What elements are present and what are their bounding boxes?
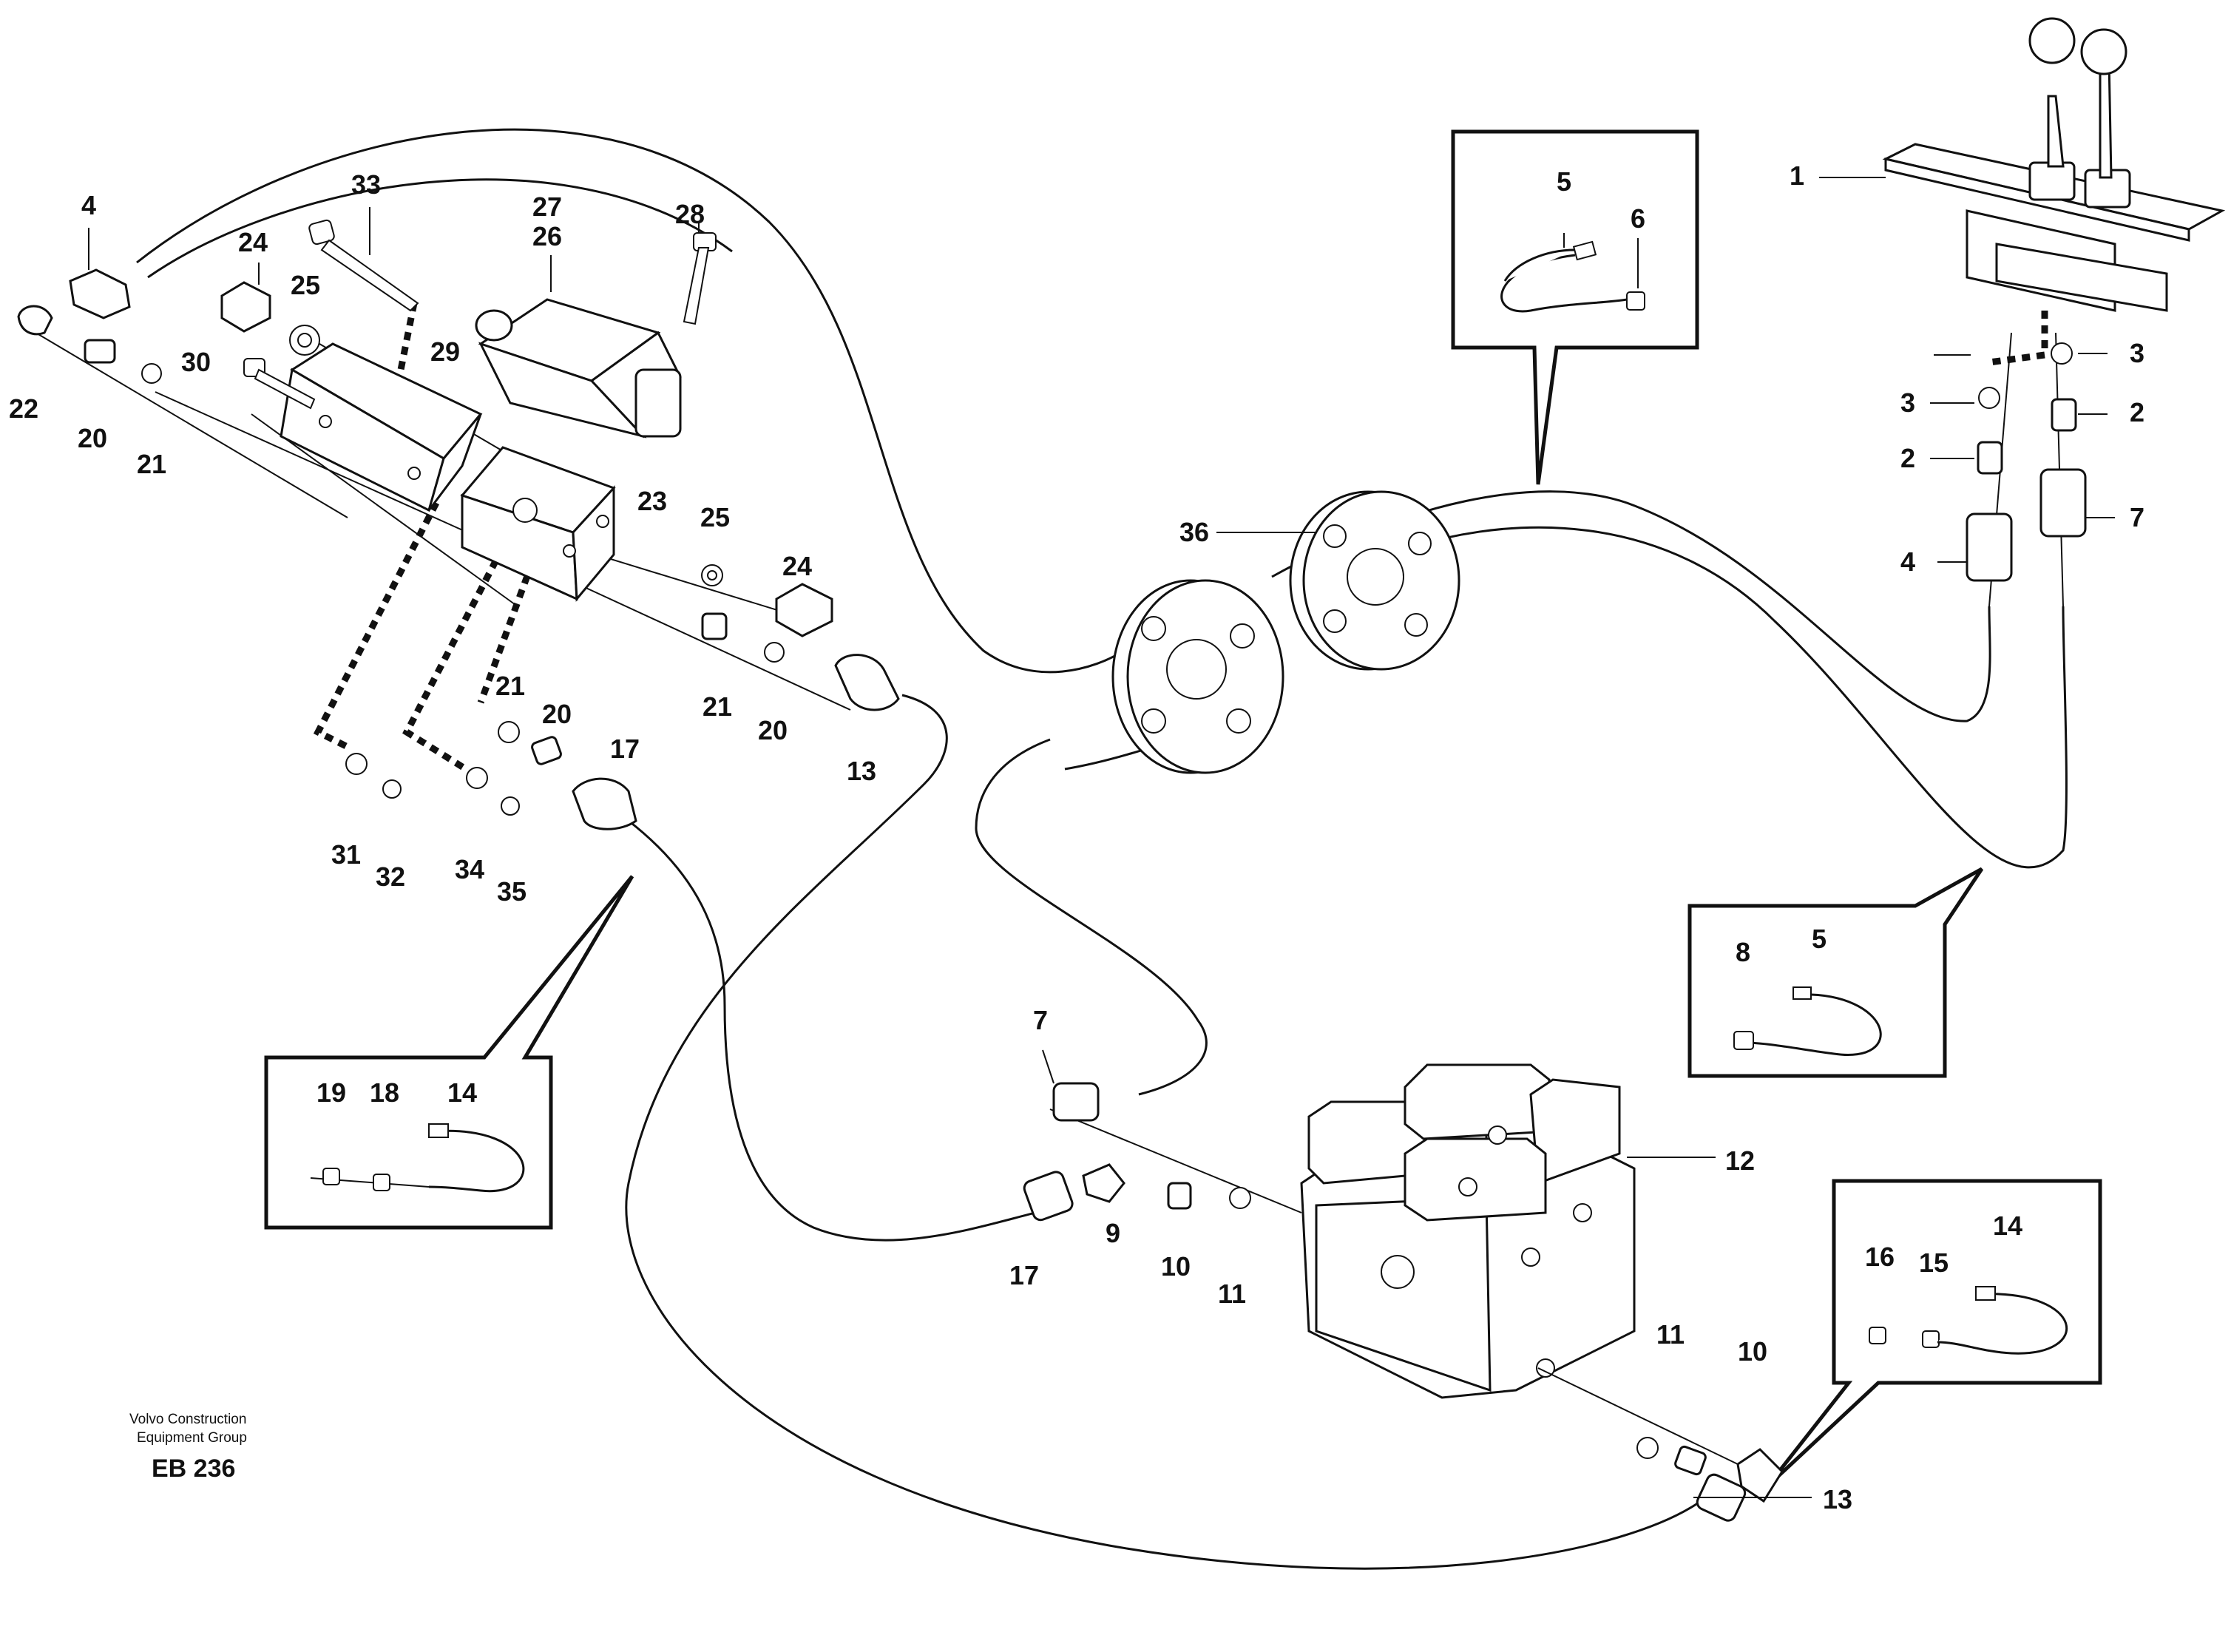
label-3: 3 <box>1900 387 1915 418</box>
damper-pair <box>1111 490 1460 774</box>
credit-line-2: Equipment Group <box>137 1430 247 1446</box>
label-20: 20 <box>542 699 572 729</box>
label-26: 26 <box>532 221 562 251</box>
label-24: 24 <box>238 227 268 257</box>
label-17: 17 <box>610 734 640 764</box>
label-14: 14 <box>1993 1211 2022 1241</box>
label-25: 25 <box>700 502 730 532</box>
label-18: 18 <box>370 1077 399 1108</box>
label-2: 2 <box>2130 397 2144 427</box>
label-2: 2 <box>1900 443 1915 473</box>
label-35: 35 <box>497 876 527 907</box>
label-10: 10 <box>1738 1336 1767 1367</box>
label-13: 13 <box>1823 1484 1852 1514</box>
label-4: 4 <box>81 190 96 220</box>
label-25: 25 <box>291 270 320 300</box>
hose-lines <box>136 128 2068 1570</box>
label-1: 1 <box>1790 160 1804 191</box>
label-28: 28 <box>675 199 705 229</box>
label-5: 5 <box>1812 924 1827 954</box>
label-7: 7 <box>2130 502 2144 532</box>
label-29: 29 <box>430 336 460 367</box>
valve-assembly-left <box>17 219 900 830</box>
label-3: 3 <box>2130 338 2144 368</box>
label-21: 21 <box>137 449 166 479</box>
publisher-credit: Volvo Construction Equipment Group EB 23… <box>129 1412 247 1483</box>
label-21: 21 <box>703 691 732 722</box>
label-34: 34 <box>455 854 484 884</box>
label-15: 15 <box>1919 1248 1949 1278</box>
label-20: 20 <box>758 715 788 745</box>
callout-frame-right <box>1687 867 1984 1078</box>
label-19: 19 <box>316 1077 346 1108</box>
label-36: 36 <box>1179 517 1209 547</box>
label-11: 11 <box>1218 1279 1246 1309</box>
label-leaders <box>88 207 2115 1498</box>
label-23: 23 <box>637 486 667 516</box>
label-21: 21 <box>495 671 525 701</box>
label-22: 22 <box>9 393 38 424</box>
label-16: 16 <box>1865 1242 1895 1272</box>
callout-frame-left <box>264 875 634 1230</box>
label-7: 7 <box>1033 1005 1048 1035</box>
label-9: 9 <box>1106 1218 1120 1248</box>
label-24: 24 <box>782 551 812 581</box>
part-labels: 1 2 2 3 3 4 4 5 5 6 7 7 8 9 10 10 11 11 … <box>9 160 2144 1514</box>
label-17: 17 <box>1009 1260 1039 1290</box>
label-8: 8 <box>1736 937 1750 967</box>
label-31: 31 <box>331 839 361 870</box>
label-30: 30 <box>181 347 211 377</box>
label-12: 12 <box>1725 1145 1755 1176</box>
label-4: 4 <box>1900 546 1915 577</box>
callout-frame-top <box>1451 129 1699 485</box>
figure-code: EB 236 <box>152 1455 235 1483</box>
label-20: 20 <box>78 423 107 453</box>
label-10: 10 <box>1161 1251 1191 1282</box>
label-14: 14 <box>447 1077 477 1108</box>
control-unit <box>1819 17 2226 607</box>
label-13: 13 <box>847 756 876 786</box>
label-5: 5 <box>1557 166 1571 197</box>
credit-line-1: Volvo Construction <box>129 1412 246 1427</box>
label-11: 11 <box>1656 1319 1685 1350</box>
label-6: 6 <box>1631 203 1645 234</box>
callout-contents <box>310 240 2068 1355</box>
main-control-valve <box>1023 1063 1784 1522</box>
label-32: 32 <box>376 861 405 892</box>
label-33: 33 <box>351 169 381 200</box>
label-27: 27 <box>532 192 562 222</box>
